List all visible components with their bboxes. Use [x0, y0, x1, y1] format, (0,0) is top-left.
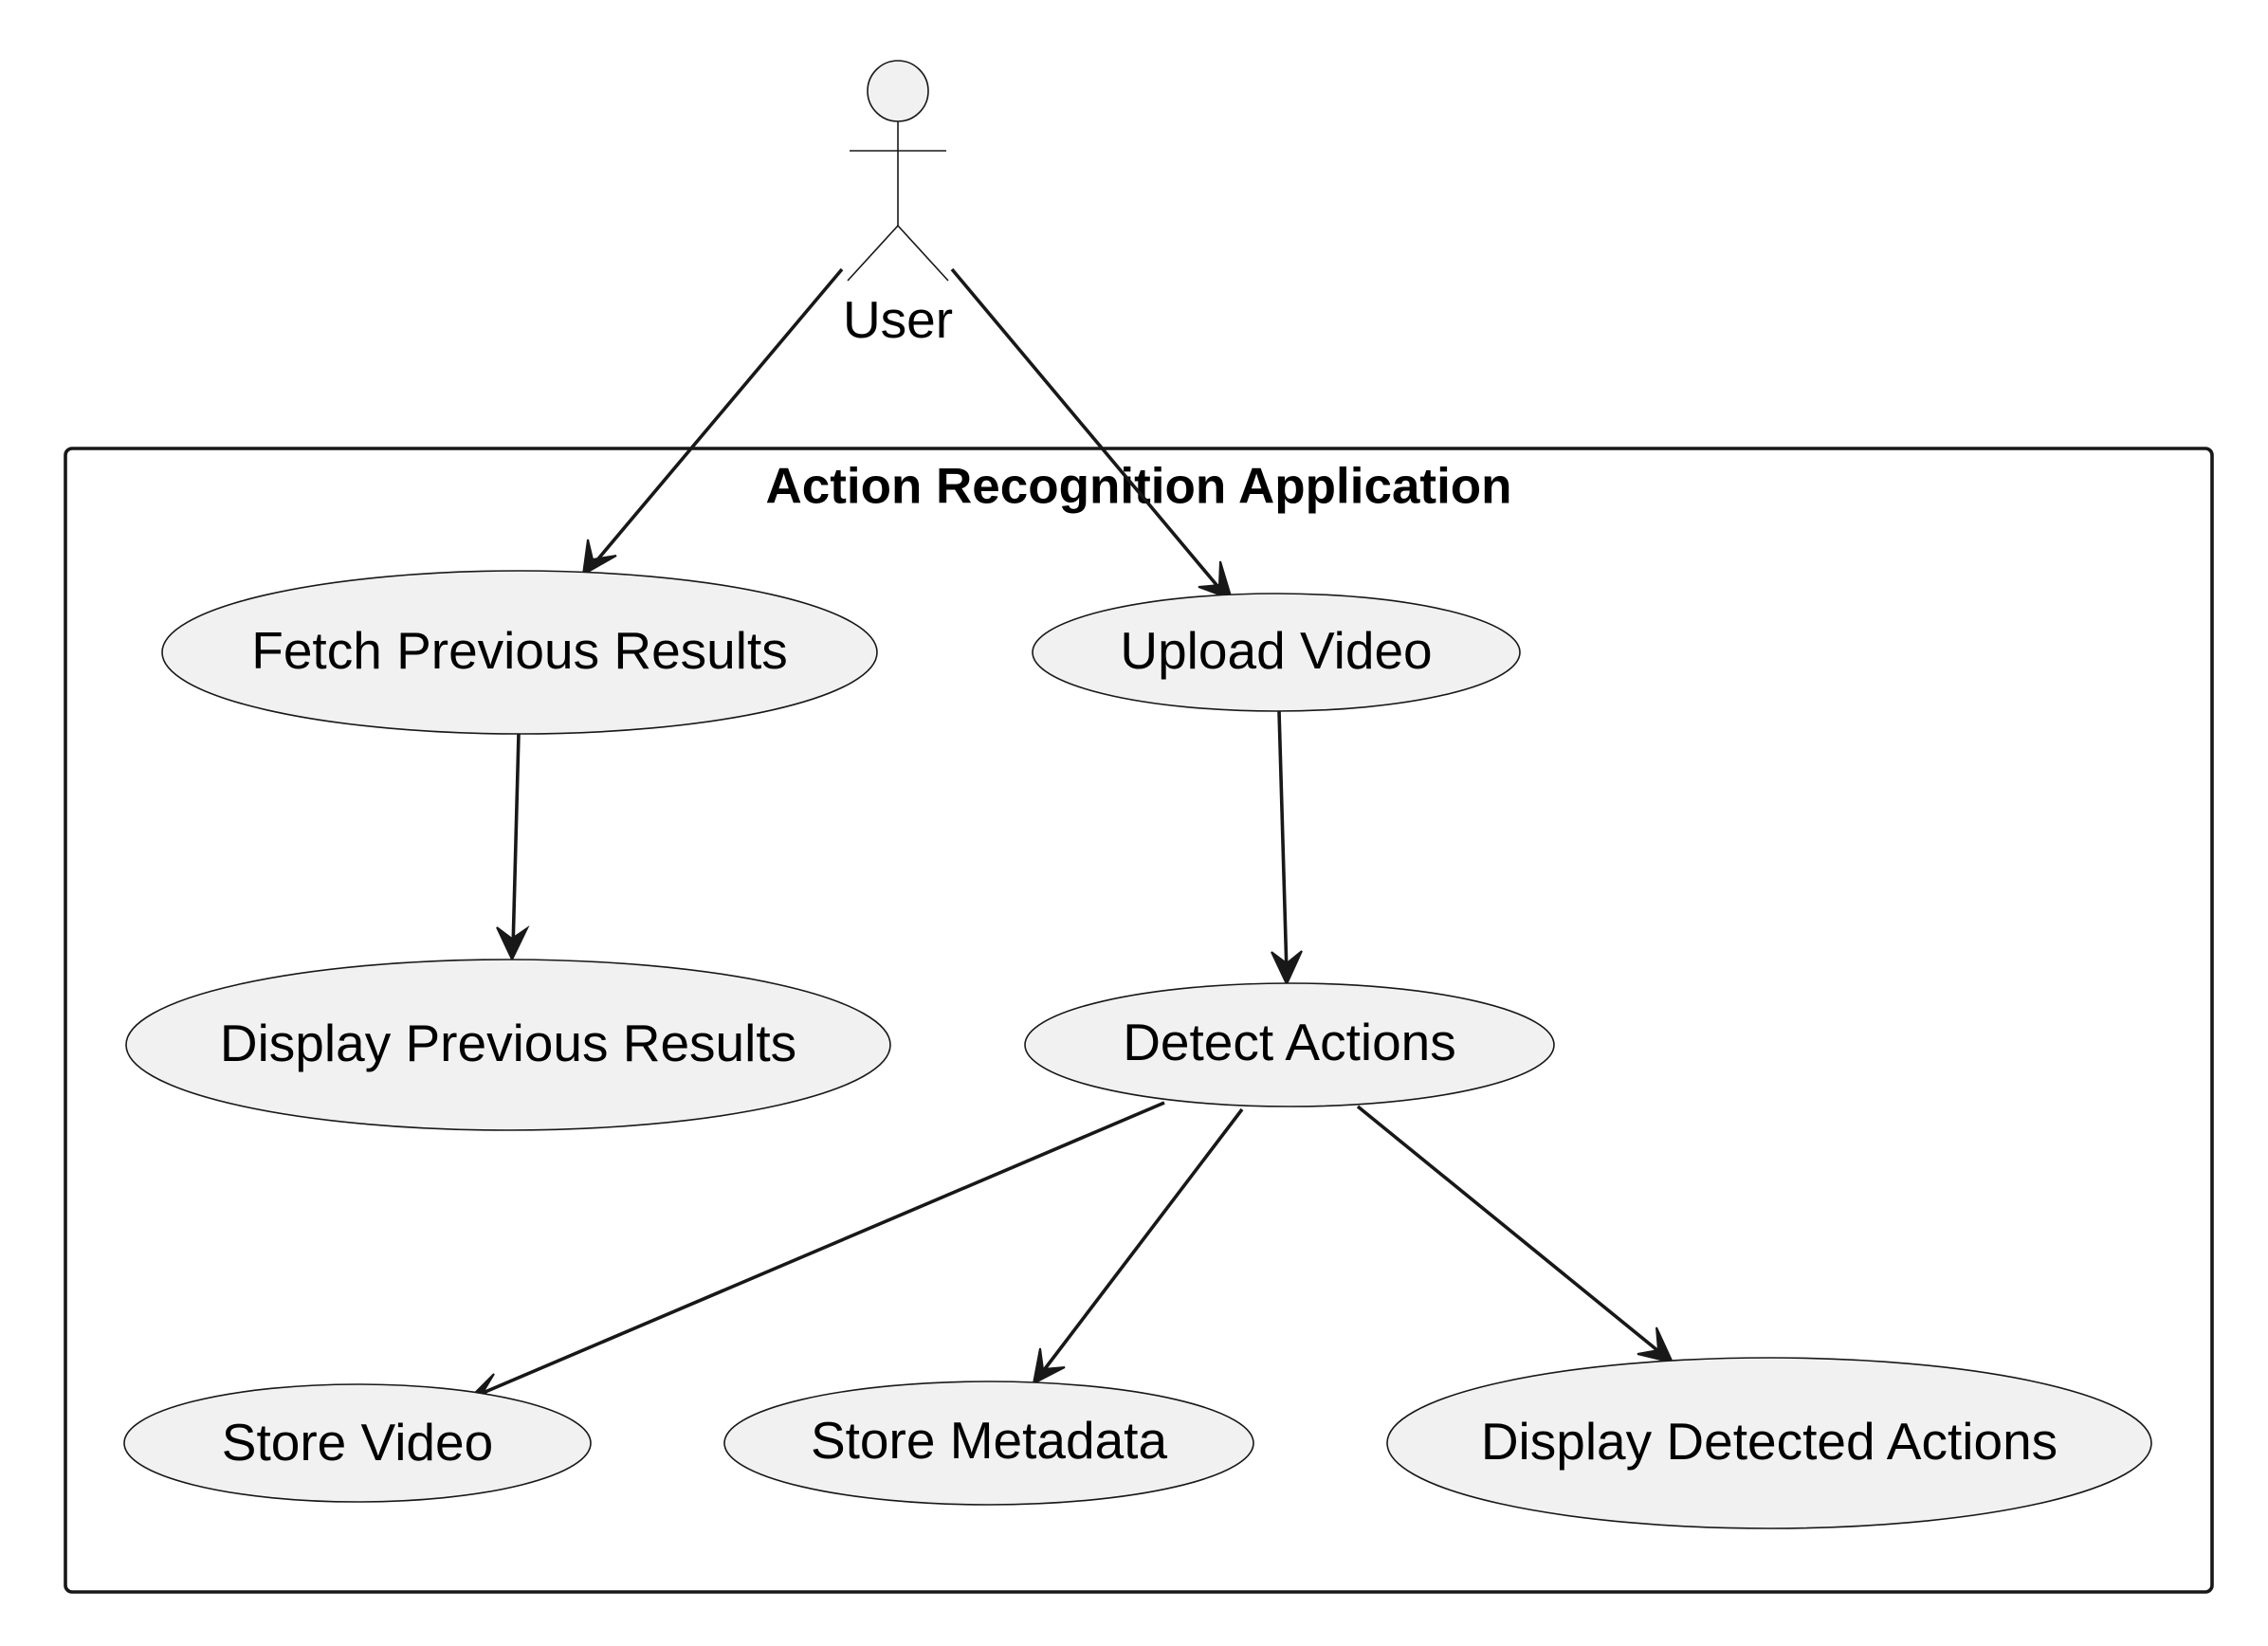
- edge-user-to-fetch: [588, 267, 844, 571]
- actor-right-leg: [897, 225, 949, 282]
- arrowhead-fetch: [581, 539, 617, 576]
- edge-detect-to-display-detected: [1356, 1105, 1665, 1357]
- edge-upload-to-detect: [1277, 710, 1289, 975]
- use-case-label: Display Previous Results: [220, 1014, 796, 1072]
- use-case-label: Fetch Previous Results: [251, 621, 788, 680]
- use-case-upload-video[interactable]: Upload Video: [1032, 593, 1521, 712]
- use-case-display-previous-results[interactable]: Display Previous Results: [125, 959, 891, 1131]
- edge-detect-to-store-video: [480, 1101, 1165, 1396]
- use-case-shape: [723, 1381, 1254, 1506]
- system-boundary-frame: [64, 447, 2214, 1594]
- system-boundary: Action Recognition Application: [64, 447, 2214, 1594]
- use-case-label: Display Detected Actions: [1481, 1412, 2058, 1471]
- use-case-shape: [125, 959, 891, 1131]
- arrowhead-display-previous: [496, 925, 530, 962]
- system-boundary-title: Action Recognition Application: [765, 459, 1511, 515]
- use-case-store-video[interactable]: Store Video: [123, 1383, 592, 1503]
- use-case-shape: [123, 1383, 592, 1503]
- use-case-label: Store Metadata: [811, 1411, 1167, 1470]
- use-case-shape: [1386, 1357, 2152, 1529]
- use-case-detect-actions[interactable]: Detect Actions: [1024, 982, 1555, 1107]
- use-case-fetch-previous-results[interactable]: Fetch Previous Results: [161, 570, 878, 735]
- use-case-store-metadata[interactable]: Store Metadata: [723, 1381, 1254, 1506]
- arrowhead-upload: [1198, 560, 1234, 601]
- arrowhead-display-detected: [1637, 1326, 1674, 1364]
- actor-user[interactable]: User: [843, 60, 953, 349]
- actor-head: [867, 60, 929, 122]
- edge-fetch-to-display-previous: [511, 733, 521, 950]
- relationships: [466, 267, 1674, 1402]
- use-case-shape: [161, 570, 878, 735]
- actor-label: User: [843, 290, 953, 349]
- use-case-label: Store Video: [222, 1413, 493, 1472]
- use-case-shape: [1024, 982, 1555, 1107]
- use-case-label: Detect Actions: [1123, 1013, 1456, 1071]
- actor-left-leg: [847, 225, 899, 282]
- arrowhead-detect: [1271, 950, 1303, 987]
- edge-user-to-upload: [950, 267, 1224, 594]
- use-case-shape: [1032, 593, 1521, 712]
- use-case-label: Upload Video: [1120, 621, 1432, 680]
- arrowhead-store-metadata: [1032, 1347, 1066, 1385]
- edge-detect-to-store-metadata: [1039, 1107, 1244, 1376]
- use-case-display-detected-actions[interactable]: Display Detected Actions: [1386, 1357, 2152, 1529]
